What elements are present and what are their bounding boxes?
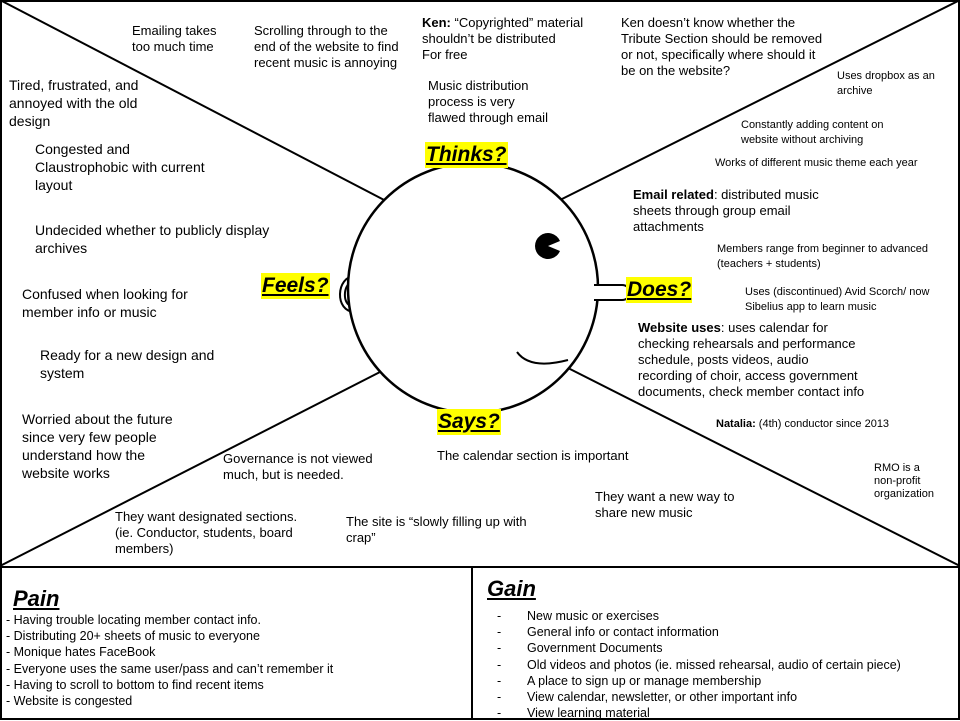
gain-item: New music or exercises (497, 608, 901, 624)
thinks-ken-tribute: Ken doesn’t know whether the Tribute Sec… (621, 15, 823, 78)
pain-item: - Having to scroll to bottom to find rec… (6, 677, 264, 692)
does-themes: Works of different music theme each year (715, 157, 918, 169)
gain-heading: Gain (487, 576, 536, 601)
says-calendar: The calendar section is important (437, 448, 629, 463)
feels-heading: Feels? (261, 273, 330, 299)
diagonal-top-right (555, 0, 960, 203)
does-members: Members range from beginner to advanced … (717, 243, 928, 270)
gain-item: Government Documents (497, 640, 901, 656)
thinks-scrolling: Scrolling through to the end of the webs… (254, 23, 399, 70)
thinks-distribution: Music distribution process is very flawe… (428, 78, 548, 125)
feels-congested: Congested and Claustrophobic with curren… (35, 141, 205, 193)
feels-worried: Worried about the future since very few … (22, 411, 173, 481)
website-bold: Website uses (638, 320, 721, 335)
natalia-rest: (4th) conductor since 2013 (755, 418, 890, 430)
ken-name: Ken: (422, 15, 451, 30)
diagonal-bottom-left (0, 371, 381, 567)
gain-list: New music or exercises General info or c… (497, 608, 901, 721)
pain-item: - Monique hates FaceBook (6, 645, 156, 660)
does-dropbox: Uses dropbox as an archive (837, 70, 935, 97)
does-heading: Does? (626, 277, 693, 303)
feels-confused: Confused when looking for member info or… (22, 286, 188, 320)
gain-item: General info or contact information (497, 624, 901, 640)
does-email: Email related: distributed music sheets … (633, 187, 819, 235)
gain-item: Old videos and photos (ie. missed rehear… (497, 657, 901, 673)
does-apps: Uses (discontinued) Avid Scorch/ now Sib… (745, 286, 930, 313)
feels-tired: Tired, frustrated, and annoyed with the … (9, 77, 139, 129)
says-governance: Governance is not viewed much, but is ne… (223, 451, 373, 482)
website-rest: : uses calendar for checking rehearsals … (638, 320, 865, 399)
does-adding: Constantly adding content on website wit… (741, 119, 884, 146)
pain-heading: Pain (13, 586, 60, 611)
pain-list: - Having trouble locating member contact… (6, 612, 333, 709)
does-rmo: RMO is a non-profit organization (874, 462, 934, 500)
mouth (516, 351, 569, 365)
pain-item: - Website is congested (6, 694, 133, 709)
email-bold: Email related (633, 187, 714, 202)
eye (535, 233, 560, 260)
does-website: Website uses: uses calendar for checking… (638, 320, 864, 400)
email-rest: : distributed music sheets through group… (633, 187, 819, 234)
thinks-emailing: Emailing takes too much time (132, 23, 217, 54)
gain-item: A place to sign up or manage membership (497, 673, 901, 689)
feels-undecided: Undecided whether to publicly display ar… (35, 222, 270, 256)
says-sections: They want designated sections. (ie. Cond… (115, 509, 298, 556)
gain-item: View calendar, newsletter, or other impo… (497, 689, 901, 705)
thinks-heading: Thinks? (425, 142, 508, 168)
natalia-bold: Natalia: (716, 418, 756, 430)
says-crap: The site is “slowly filling up with crap… (346, 514, 527, 545)
pain-item: - Having trouble locating member contact… (6, 613, 261, 627)
says-new-way: They want a new way to share new music (595, 489, 735, 520)
head-circle (346, 161, 600, 415)
ken-quote: “Copyrighted” material shouldn’t be dist… (422, 15, 584, 62)
thinks-ken-copyright: Ken: “Copyrighted” material shouldn’t be… (422, 15, 583, 63)
diagonal-bottom-right (567, 367, 960, 567)
pain-item: - Everyone uses the same user/pass and c… (6, 661, 334, 676)
diagonal-top-left (0, 0, 389, 203)
says-heading: Says? (437, 409, 501, 435)
right-ear (594, 284, 631, 301)
does-natalia: Natalia: (4th) conductor since 2013 (716, 418, 889, 431)
feels-ready: Ready for a new design and system (40, 347, 215, 381)
pain-item: - Distributing 20+ sheets of music to ev… (6, 629, 260, 644)
gain-item: View learning material (497, 705, 901, 721)
